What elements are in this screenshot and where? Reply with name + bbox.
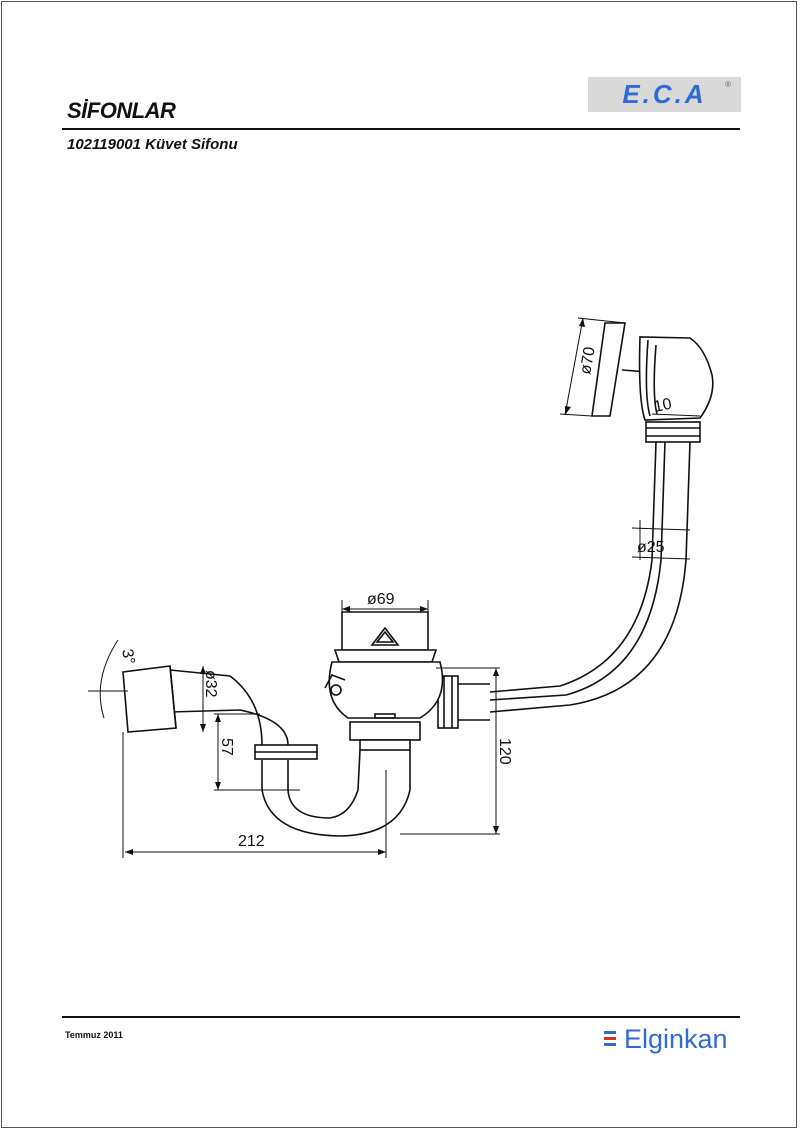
header-divider — [62, 128, 740, 130]
dim-waste-diameter: ø69 — [367, 591, 395, 608]
elginkan-mark-icon — [604, 1031, 616, 1053]
footer-divider — [62, 1016, 740, 1018]
dim-outlet-angle: 3° — [118, 648, 137, 666]
eca-logo-text: E.C.A — [622, 79, 707, 109]
dim-total-height: 120 — [496, 738, 513, 765]
dim-overflow-diameter: ø70 — [577, 345, 599, 375]
elginkan-logo-text: Elginkan — [624, 1024, 728, 1054]
eca-logo: E.C.A ® — [588, 77, 741, 112]
dim-total-length: 212 — [238, 833, 265, 850]
overflow-assembly — [591, 322, 714, 443]
dim-trap-height: 57 — [218, 738, 235, 756]
dim-outlet-diameter: ø32 — [202, 670, 219, 698]
document-date: Temmuz 2011 — [65, 1030, 123, 1040]
dim-tube-diameter: ø25 — [637, 539, 665, 556]
registered-mark: ® — [725, 80, 731, 89]
page-title: SİFONLAR — [67, 98, 176, 123]
product-title: 102119001 Küvet Sifonu — [67, 136, 238, 153]
dim-overflow-offset: 10 — [652, 396, 673, 416]
